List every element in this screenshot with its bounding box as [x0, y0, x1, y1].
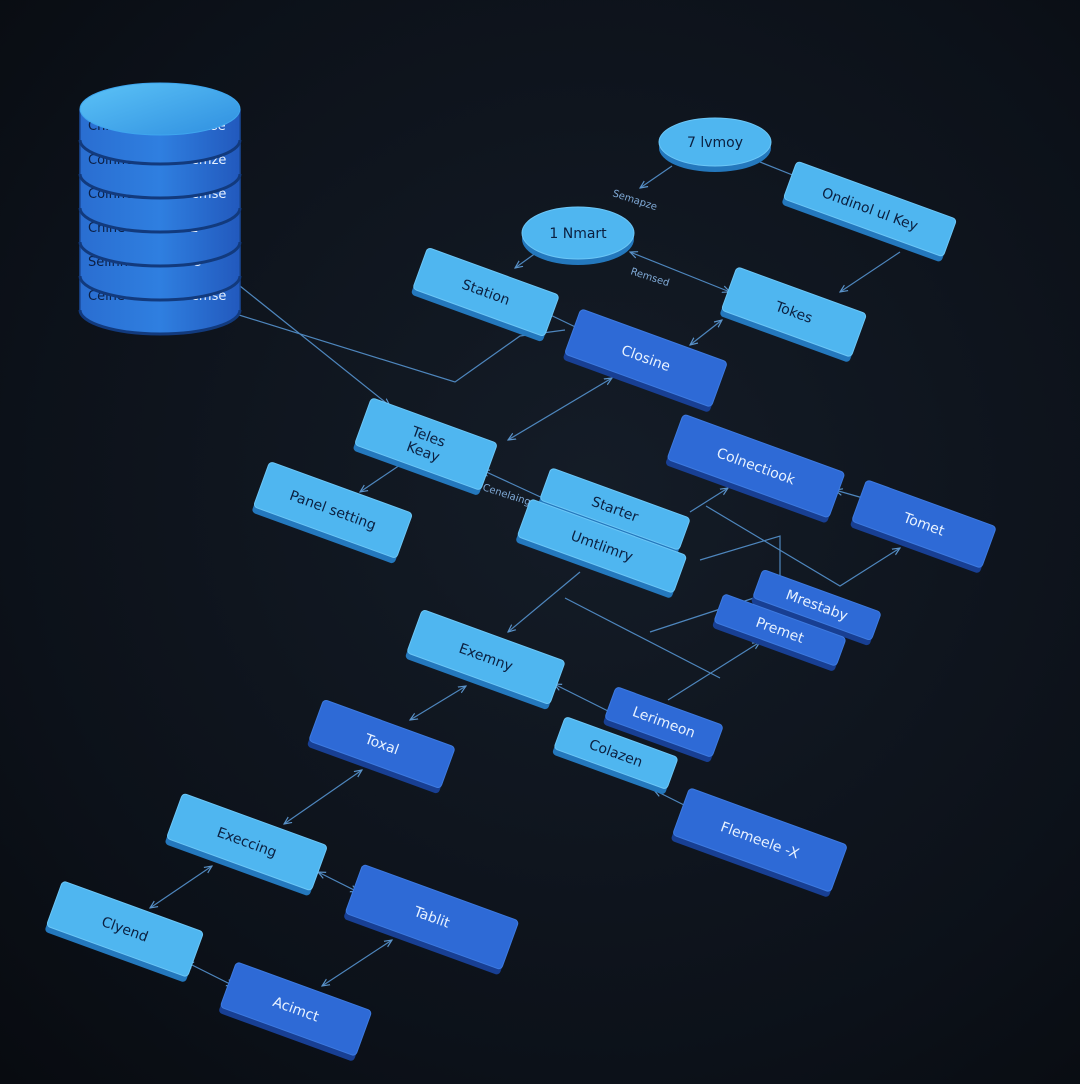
- node-face: [413, 248, 559, 336]
- node-flemeele[interactable]: Flemeele -X: [670, 788, 847, 898]
- connector-db-teles: [239, 285, 390, 406]
- connector-execing-clyend: [150, 866, 212, 908]
- node-face: [220, 962, 372, 1056]
- node-face: [605, 687, 723, 757]
- connector-starter-tomet: [705, 505, 900, 587]
- node-memory[interactable]: 7 lvmoy: [658, 117, 772, 172]
- node-face: [852, 480, 996, 568]
- edge-label-semapze: Semapze: [611, 188, 658, 213]
- node-closine[interactable]: Closine: [562, 309, 727, 413]
- node-station[interactable]: Station: [411, 247, 560, 342]
- connector-toxal-execing: [284, 770, 362, 824]
- node-label: 7 lvmoy: [687, 135, 743, 151]
- connector-premet-lerimeon: [667, 642, 760, 701]
- node-ondinol-key[interactable]: Ondinol ul Key: [781, 161, 957, 262]
- connector-clyend-acimct: [186, 962, 234, 986]
- node-face: [753, 569, 881, 641]
- db-row-rim: [78, 275, 242, 302]
- node-premet[interactable]: Premet: [712, 594, 846, 672]
- node-face: [783, 161, 957, 257]
- node-face: [46, 881, 204, 977]
- node-label: 1 Nmart: [549, 226, 607, 242]
- node-tablit[interactable]: Tablit: [343, 864, 519, 975]
- node-face: [714, 594, 846, 666]
- node-face: [521, 206, 635, 260]
- node-exemny[interactable]: Exemny: [405, 609, 566, 710]
- edge-label-cenelaing: Cenelaing: [481, 482, 532, 508]
- node-face: [658, 117, 772, 167]
- node-face: [167, 793, 327, 891]
- node-face: [407, 610, 565, 704]
- connector-umtlimry-lerimeon: [564, 597, 721, 679]
- connector-memory-semapze: [640, 165, 673, 188]
- node-face: [565, 309, 727, 407]
- node-acimct[interactable]: Acimct: [218, 962, 372, 1062]
- db-row-rim: [78, 139, 242, 166]
- node-face: [254, 462, 412, 558]
- db-row-rim: [78, 309, 242, 336]
- node-tomet[interactable]: Tomet: [850, 480, 997, 574]
- node-clyend[interactable]: Clyend: [44, 881, 204, 983]
- node-face: [309, 700, 455, 788]
- node-face: [721, 267, 867, 357]
- connector-tablit-acimct: [322, 940, 392, 986]
- edge-label-remsed: Remsed: [629, 266, 671, 289]
- connector-closine-teles: [508, 378, 612, 440]
- db-row-rim: [78, 173, 242, 200]
- node-smart[interactable]: 1 Nmart: [521, 206, 635, 265]
- connector-execing-tablit: [318, 872, 358, 892]
- connector-exemny-colazen: [554, 684, 611, 713]
- connector-ondinol-tokes: [840, 251, 901, 292]
- node-face: [355, 398, 497, 490]
- node-face: [667, 414, 845, 518]
- connector-tokes-closine: [690, 320, 722, 345]
- node-execing[interactable]: Execcing: [164, 793, 327, 896]
- connector-smart-tokes: [630, 252, 730, 292]
- node-starter[interactable]: Starter: [538, 468, 691, 556]
- db-row-rim: [78, 241, 242, 268]
- db-top-cap: [79, 82, 241, 136]
- db-row-rim: [78, 207, 242, 234]
- node-tokes[interactable]: Tokes: [719, 267, 867, 363]
- node-colnectook[interactable]: Colnectiook: [665, 414, 845, 524]
- node-face: [517, 499, 687, 593]
- node-colazen[interactable]: Colazen: [552, 717, 678, 796]
- node-panel-setting[interactable]: Panel setting: [251, 461, 412, 564]
- node-face: [345, 864, 519, 970]
- database-cylinder[interactable]: CelneBemseSellnneDCCninePEColnneBemseCol…: [78, 82, 242, 336]
- node-mrestaby[interactable]: Mrestaby: [751, 569, 882, 646]
- node-umtlimry[interactable]: Umtlimry: [515, 499, 687, 599]
- node-face: [673, 788, 847, 892]
- connector-exemny-toxal: [410, 686, 466, 720]
- node-face: [554, 717, 678, 789]
- node-toxal[interactable]: Toxal: [307, 699, 456, 794]
- connector-starter-colnectook: [689, 488, 728, 513]
- connector-teles-panel: [360, 464, 401, 492]
- connector-umtlimry-exemny: [508, 571, 581, 632]
- node-face: [540, 468, 690, 550]
